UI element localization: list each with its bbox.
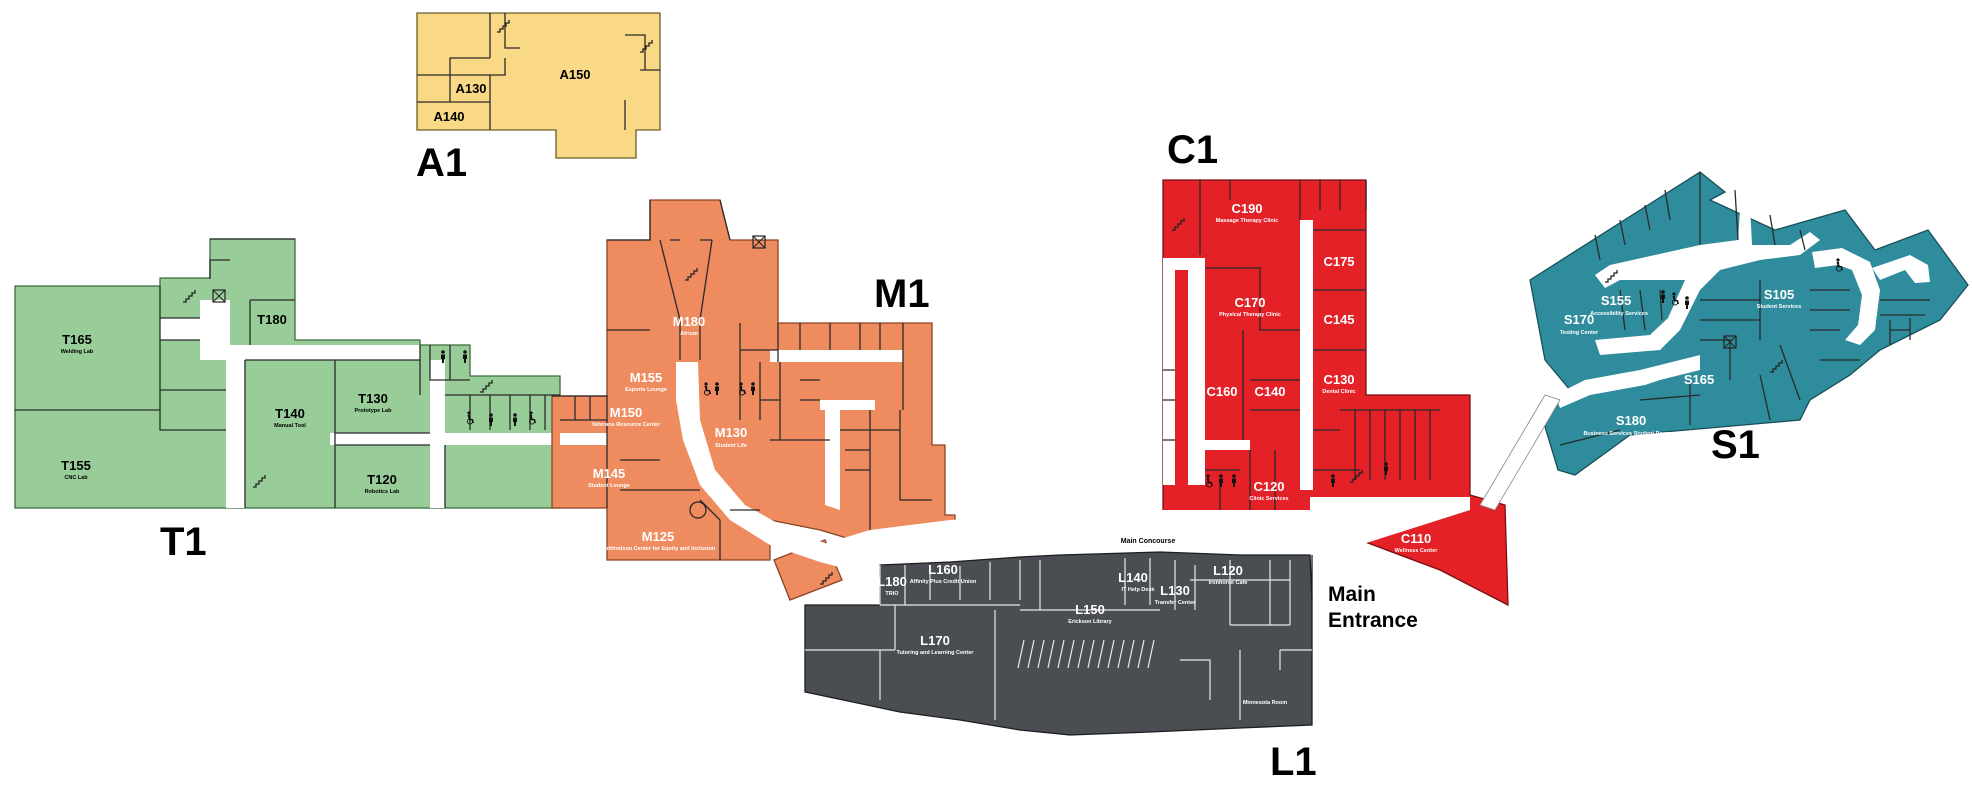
wing-s-footprint [1529, 171, 1969, 476]
room-l140-name: IT Help Desk [1121, 587, 1155, 593]
wing-l-label: L1 [1270, 740, 1317, 784]
room-c110-name: Wellness Center [1395, 548, 1439, 554]
wing-a-label: A1 [416, 141, 467, 185]
room-c140-code: C140 [1254, 384, 1285, 399]
room-t140-name: Manual Tool [274, 423, 306, 429]
room-l170-name: Tutoring and Learning Center [897, 650, 975, 656]
wing-a: A150 A130 A140 A1 [416, 12, 661, 185]
room-m145-name: Student Lounge [588, 483, 630, 489]
wing-a-footprint [416, 12, 661, 159]
room-m150-code: M150 [610, 405, 643, 420]
room-s180-code: S180 [1616, 413, 1646, 428]
room-t120-code: T120 [367, 472, 397, 487]
room-l160-name: Affinity Plus Credit Union [910, 579, 977, 585]
wing-s: S155 Accessibility Services S170 Testing… [1529, 171, 1969, 476]
room-l170-code: L170 [920, 633, 950, 648]
wing-t-footprint [14, 238, 561, 509]
room-c175-code: C175 [1323, 254, 1354, 269]
main-concourse: Main Concourse [810, 394, 1561, 565]
room-m150-name: Veterans Resource Center [592, 422, 661, 428]
room-t155-name: CNC Lab [64, 475, 88, 481]
wing-c: C190 Massage Therapy Clinic C175 C170 Ph… [1162, 128, 1509, 607]
room-c120-name: Clinic Services [1249, 496, 1288, 502]
room-c130-name: Dental Clinic [1322, 389, 1355, 395]
room-c120-code: C120 [1253, 479, 1284, 494]
room-t130-name: Prototype Lab [355, 408, 393, 414]
room-t155-code: T155 [61, 458, 91, 473]
room-minnesota-name: Minnesota Room [1243, 700, 1287, 706]
room-l180-name: TRIO [885, 591, 899, 597]
main-entrance: Main Entrance [1311, 555, 1418, 632]
wing-l-footprint [804, 551, 1313, 736]
room-a150-code: A150 [559, 67, 590, 82]
room-l130-code: L130 [1160, 583, 1190, 598]
room-l150-name: Erickson Library [1068, 619, 1112, 625]
main-concourse-label: Main Concourse [1121, 538, 1176, 545]
room-t140-code: T140 [275, 406, 305, 421]
room-l180-code: L180 [877, 574, 907, 589]
room-l130-name: Transfer Center [1155, 600, 1197, 606]
room-m130-name: Student Life [715, 443, 747, 449]
room-c130-code: C130 [1323, 372, 1354, 387]
room-t130-code: T130 [358, 391, 388, 406]
room-m145-code: M145 [593, 466, 626, 481]
room-l140-code: L140 [1118, 570, 1148, 585]
room-s155-code: S155 [1601, 293, 1631, 308]
room-m130-code: M130 [715, 425, 748, 440]
room-s105-code: S105 [1764, 287, 1794, 302]
room-t180-code: T180 [257, 312, 287, 327]
main-entrance-label-line1: Main [1328, 583, 1376, 606]
room-c110-code: C110 [1401, 531, 1431, 546]
room-t165-code: T165 [62, 332, 92, 347]
room-m125-name: Gottfredson Center for Equity and Inclus… [601, 546, 716, 552]
room-l150-code: L150 [1075, 602, 1105, 617]
wing-t-label: T1 [160, 520, 207, 564]
library-stacks [1017, 639, 1155, 669]
room-a130-code: A130 [455, 81, 486, 96]
room-c190-name: Massage Therapy Clinic [1216, 218, 1279, 224]
wing-m-footprint [551, 199, 956, 561]
room-m180-name: Atrium [680, 331, 698, 337]
room-s170-name: Testing Center [1560, 330, 1599, 336]
room-s105-name: Student Services [1757, 304, 1802, 310]
room-l120-name: Ironhorse Cafe [1209, 580, 1248, 586]
room-m155-code: M155 [630, 370, 663, 385]
room-s155-name: Accessibility Services [1590, 311, 1648, 317]
room-c190-code: C190 [1231, 201, 1262, 216]
room-s170-code: S170 [1564, 312, 1594, 327]
room-a140-code: A140 [433, 109, 464, 124]
room-s165-code: S165 [1684, 372, 1714, 387]
room-t165-name: Welding Lab [61, 349, 94, 355]
room-l120-code: L120 [1213, 563, 1243, 578]
room-s180-name: Business Services Student Payment [1583, 431, 1678, 437]
room-c170-name: Physical Therapy Clinic [1219, 312, 1281, 318]
room-m125-code: M125 [642, 529, 675, 544]
room-c145-code: C145 [1323, 312, 1354, 327]
room-l160-code: L160 [928, 562, 958, 577]
wing-s-label: S1 [1711, 423, 1760, 467]
wing-m: M180 Atrium M155 Esports Lounge M150 Vet… [551, 199, 956, 601]
wing-l: L180 TRIO L160 Affinity Plus Credit Unio… [804, 551, 1317, 784]
room-c160-code: C160 [1206, 384, 1237, 399]
wing-m-label: M1 [874, 272, 930, 316]
room-m180-code: M180 [673, 314, 706, 329]
wing-t: T165 Welding Lab T155 CNC Lab T180 T140 … [14, 238, 561, 564]
room-m155-name: Esports Lounge [625, 387, 667, 393]
main-entrance-label-line2: Entrance [1328, 609, 1418, 632]
room-c170-code: C170 [1234, 295, 1265, 310]
wing-c-label: C1 [1167, 128, 1218, 172]
room-t120-name: Robotics Lab [365, 489, 400, 495]
